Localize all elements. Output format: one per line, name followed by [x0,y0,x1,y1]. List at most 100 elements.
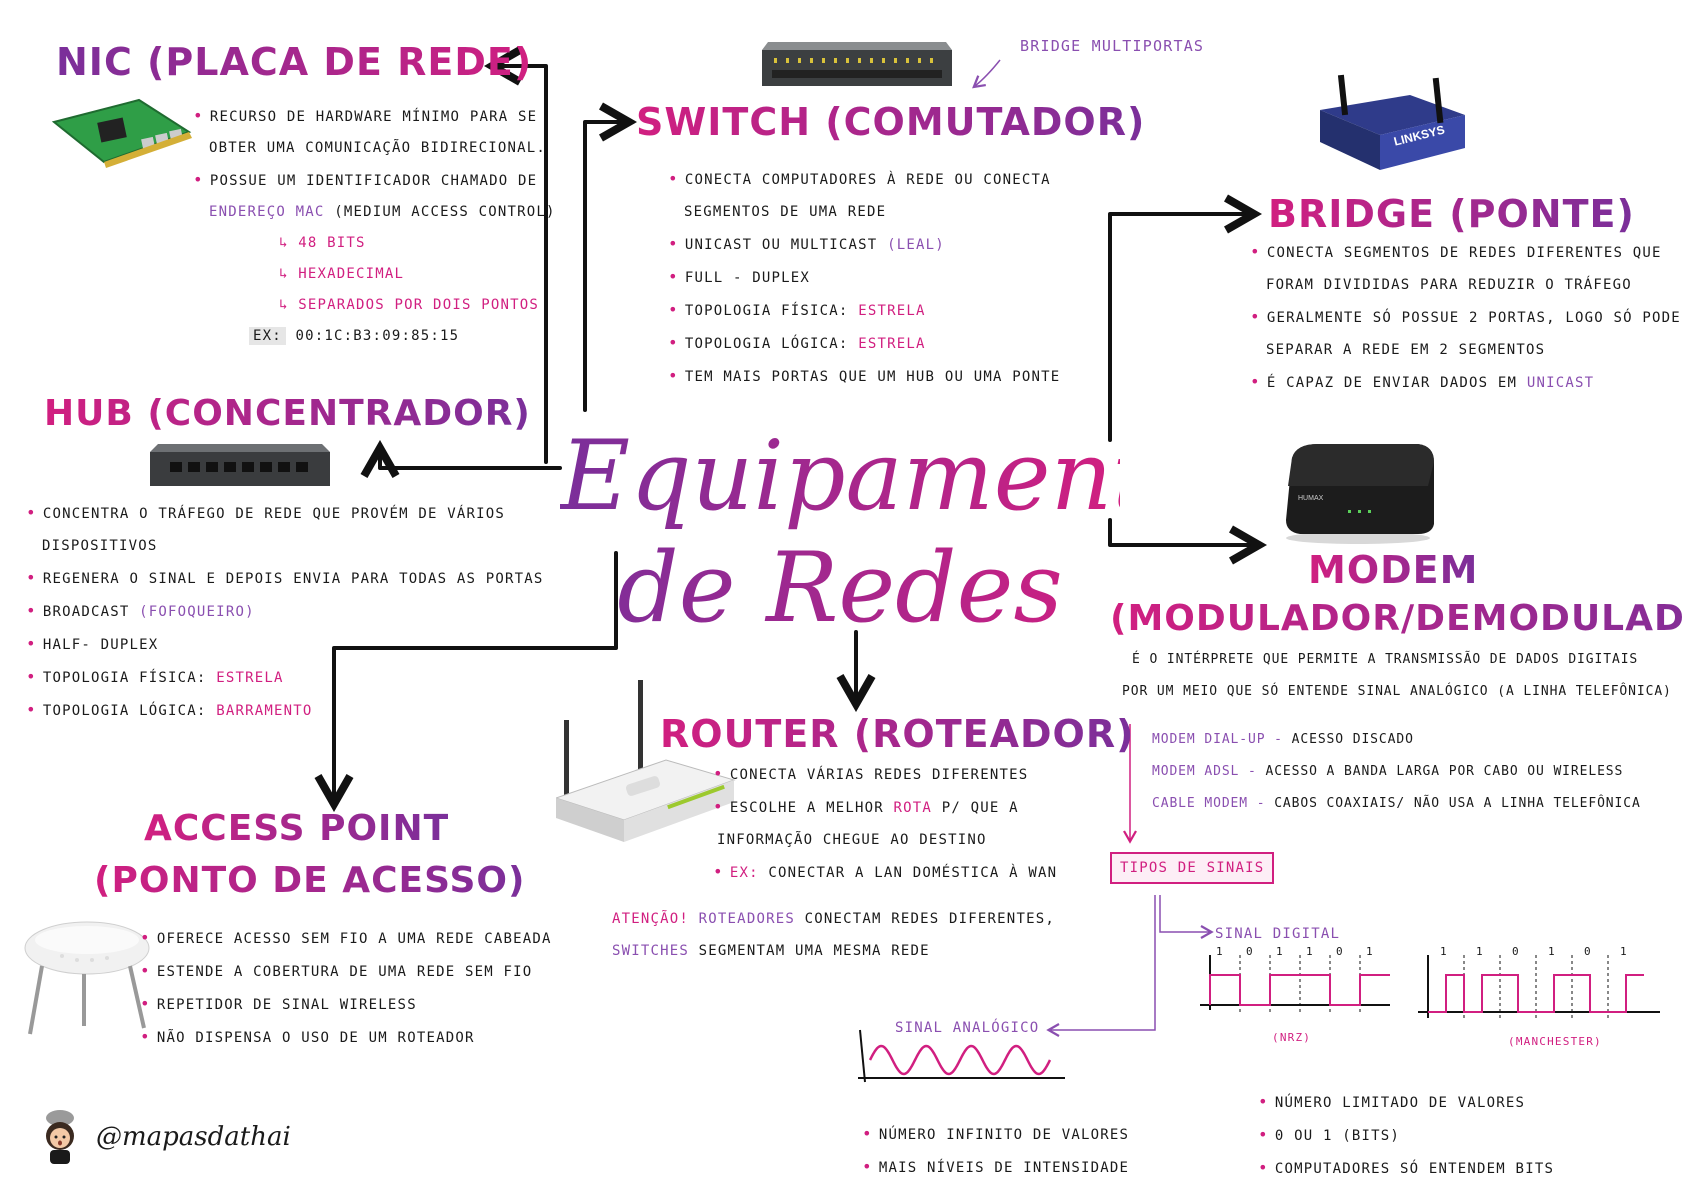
analog-bullets: NÚMERO INFINITO DE VALORES MAIS NÍVEIS D… [862,1118,1129,1184]
switch-image [762,32,952,92]
man-bit-4: 0 [1584,945,1592,958]
switch-b5-val: ESTRELA [858,336,926,352]
dig-b1: NÚMERO LIMITADO DE VALORES [1258,1086,1554,1119]
handle: @mapasdathai [96,1122,291,1152]
man-bit-1: 1 [1476,945,1484,958]
modem-d2: POR UM MEIO QUE SÓ ENTENDE SINAL ANALÓGI… [1122,684,1672,699]
analog-chart [858,1029,1065,1083]
nrz-chart [1200,955,1390,1015]
modem-title2: (MODULADOR/DEMODULADOR) [1110,598,1684,639]
signals-box: TIPOS DE SINAIS [1110,852,1275,884]
hub-b3-note: (FOFOQUEIRO) [139,604,255,620]
manchester-chart [1418,955,1660,1020]
router-b3: CONECTAR A LAN DOMÉSTICA À WAN [768,865,1058,881]
modem-t1-label: MODEM DIAL-UP - [1152,732,1283,747]
modem-brand: HUMAX [1298,495,1324,502]
modem-t3-label: CABLE MODEM - [1152,796,1266,811]
router-b3-label: EX: [729,865,759,881]
router-b2a-post: P/ QUE A [941,800,1019,816]
arrow-to-switch [583,122,625,412]
nic-title: NIC (PLACA DE REDE) [56,40,533,84]
access-point-image [22,916,152,1036]
switch-bullets: CONECTA COMPUTADORES À REDE OU CONECTA S… [668,163,1060,393]
nrz-bit-1: 0 [1246,945,1254,958]
switch-note-arrow [972,59,1001,89]
bridge-bullets: CONECTA SEGMENTOS DE REDES DIFERENTES QU… [1250,236,1681,399]
modem-t3-val: CABOS COAXIAIS/ NÃO USA A LINHA TELEFÔNI… [1274,796,1641,811]
hub-b6: TOPOLOGIA LÓGICA: [42,703,207,719]
nrz-bit-4: 0 [1336,945,1344,958]
router-att-pink: ROTEADORES [698,911,795,927]
an-b2: MAIS NÍVEIS DE INTENSIDADE [862,1151,1129,1184]
bridge-b2a: GERALMENTE SÓ POSSUE 2 PORTAS, LOGO SÓ P… [1250,301,1681,334]
center-title: Equipamentos de Redes [560,420,1259,644]
ap-b3: REPETIDOR DE SINAL WIRELESS [140,988,552,1021]
nic-sub1: ↳ 48 BITS [279,235,366,251]
bridge-b2b: SEPARAR A REDE EM 2 SEGMENTOS [1266,342,1546,358]
nic-sub3: ↳ SEPARADOS POR DOIS PONTOS [279,297,539,313]
ap-bullets: OFERECE ACESSO SEM FIO A UMA REDE CABEAD… [140,922,552,1054]
modem-title1: MODEM [1308,548,1479,592]
ap-b4: NÃO DISPENSA O USO DE UM ROTEADOR [140,1021,552,1054]
router-bullets: CONECTA VÁRIAS REDES DIFERENTES ESCOLHE … [713,758,1057,889]
an-b1: NÚMERO INFINITO DE VALORES [862,1118,1129,1151]
modem-types: MODEM DIAL-UP - ACESSO DISCADO MODEM ADS… [1152,724,1641,820]
dig-b3: COMPUTADORES SÓ ENTENDEM BITS [1258,1152,1554,1185]
nrz-bit-3: 1 [1306,945,1314,958]
switch-title: SWITCH (COMUTADOR) [636,100,1146,144]
dig-b2: 0 OU 1 (BITS) [1258,1119,1554,1152]
router-image [554,680,736,860]
man-bit-5: 1 [1620,945,1628,958]
nic-mac-label: ENDEREÇO MAC [209,204,325,220]
nic-ex-value: 00:1C:B3:09:85:15 [295,328,460,344]
switch-b5: TOPOLOGIA LÓGICA: [684,336,849,352]
switch-b4: TOPOLOGIA FÍSICA: [684,303,849,319]
to-digital [1159,895,1214,939]
hub-b1a: CONCENTRA O TRÁFEGO DE REDE QUE PROVÉM D… [26,497,544,530]
manchester-label: (MANCHESTER) [1508,1035,1602,1048]
modem-t1-val: ACESSO DISCADO [1291,732,1414,747]
nic-sub2: ↳ HEXADECIMAL [279,266,405,282]
nic-b1a: RECURSO DE HARDWARE MÍNIMO PARA SE [193,100,556,133]
hub-title: HUB (CONCENTRADOR) [44,393,531,434]
hub-image [150,440,330,488]
nic-b1b: OBTER UMA COMUNICAÇÃO BIDIRECIONAL. [209,140,547,156]
hub-b2: REGENERA O SINAL E DEPOIS ENVIA PARA TOD… [26,562,544,595]
nrz-bit-0: 1 [1216,945,1224,958]
bridge-b1b: FORAM DIVIDIDAS PARA REDUZIR O TRÁFEGO [1266,277,1632,293]
switch-b3: FULL - DUPLEX [668,261,1060,294]
modem-t2-label: MODEM ADSL - [1152,764,1257,779]
hub-b4: HALF- DUPLEX [26,628,544,661]
nic-ex-label: EX: [249,327,286,345]
switch-b2-note: (LEAL) [887,237,945,253]
ap-title2: (PONTO DE ACESSO) [94,860,526,901]
hub-b5-val: ESTRELA [216,670,284,686]
switch-b6: TEM MAIS PORTAS QUE UM HUB OU UMA PONTE [668,360,1060,393]
modem-desc: É O INTÉRPRETE QUE PERMITE A TRANSMISSÃO… [1122,644,1672,708]
digital-label: SINAL DIGITAL [1215,926,1341,942]
modem-t2-val: ACESSO A BANDA LARGA POR CABO OU WIRELES… [1265,764,1624,779]
hub-b6-val: BARRAMENTO [216,703,313,719]
router-b2a-pink: ROTA [893,800,933,816]
bridge-b1a: CONECTA SEGMENTOS DE REDES DIFERENTES QU… [1250,236,1681,269]
arrow-to-nic [496,66,548,464]
arrow-to-hub [380,452,562,468]
center-title-line1: Equipamentos [560,420,1259,532]
nic-bullets: RECURSO DE HARDWARE MÍNIMO PARA SE OBTER… [193,100,556,352]
center-title-line2: de Redes [560,532,1120,644]
arrow-to-bridge [1108,214,1250,442]
arrow-to-modem [1108,518,1255,545]
bridge-b3-val: UNICAST [1526,375,1595,391]
ap-b1: OFERECE ACESSO SEM FIO A UMA REDE CABEAD… [140,922,552,955]
nrz-bit-5: 1 [1366,945,1374,958]
nrz-bit-2: 1 [1276,945,1284,958]
bridge-title: BRIDGE (PONTE) [1268,192,1635,236]
ap-title1: ACCESS POINT [144,808,450,849]
hub-bullets: CONCENTRA O TRÁFEGO DE REDE QUE PROVÉM D… [26,497,544,727]
router-attention: ATENÇÃO! ROTEADORES CONECTAM REDES DIFER… [612,903,1055,967]
modem-image: HUMAX [1278,440,1438,545]
analog-label: SINAL ANALÓGICO [895,1020,1040,1036]
router-b2b: INFORMAÇÃO CHEGUE AO DESTINO [717,832,987,848]
router-title: ROUTER (ROTEADOR) [660,712,1135,756]
switch-note: BRIDGE MULTIPORTAS [1020,37,1205,55]
